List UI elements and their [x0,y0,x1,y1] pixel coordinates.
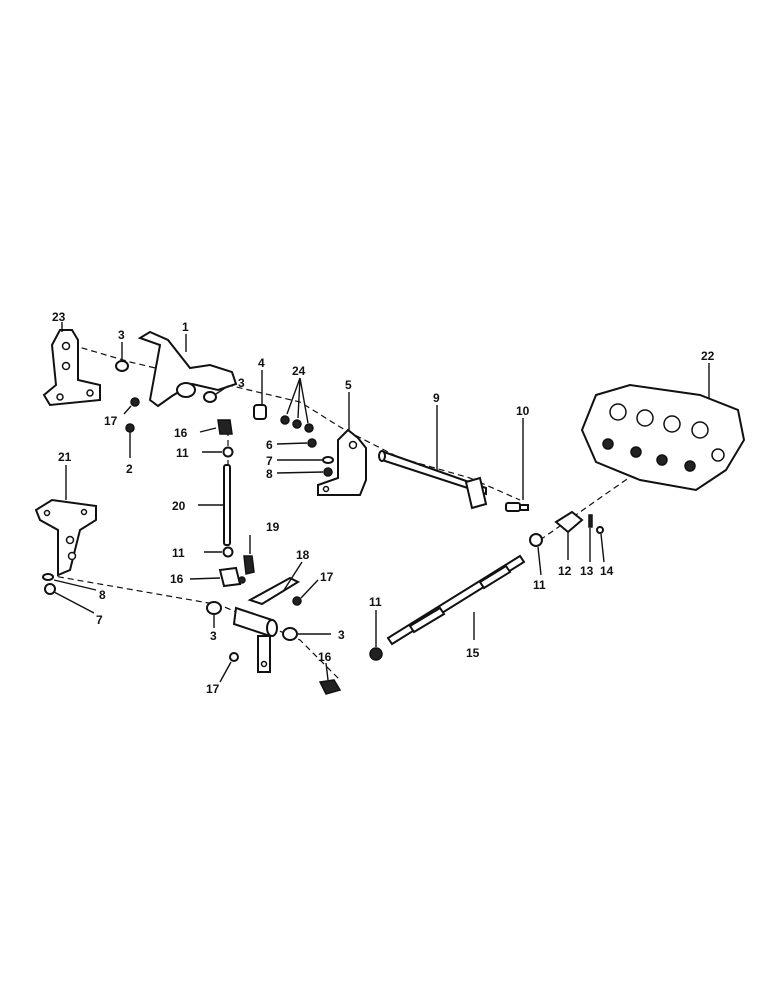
callout-16: 16 [170,572,184,586]
callout-18: 18 [296,548,310,562]
callout-8: 8 [266,467,273,481]
callout-13: 13 [580,564,594,578]
pedal-arm-1 [137,330,238,408]
callout-16: 16 [174,426,188,440]
callout-17: 17 [206,682,220,696]
washers-24 [280,415,314,433]
callout-3: 3 [238,376,245,390]
shaft-9 [378,450,488,510]
yoke-16-lower [318,679,342,695]
callout-3: 3 [338,628,345,642]
callout-17: 17 [320,570,334,584]
fitting-19 [243,555,255,575]
washer-8-lower [42,573,54,581]
nut-17-upper [130,397,140,407]
yoke-16-upper [217,419,233,435]
callout-21: 21 [58,450,72,464]
callout-9: 9 [433,391,440,405]
part-6 [307,438,317,448]
bushing-3-right [203,391,217,403]
lever-18 [232,576,301,673]
callout-22: 22 [701,349,715,363]
callout-23: 23 [52,310,66,324]
nut-8-upper [323,467,333,477]
callout-3: 3 [118,328,125,342]
nut-17-lower [229,652,239,662]
callout-5: 5 [345,378,352,392]
control-valve-22 [580,383,746,492]
bushing-3-lower [282,627,298,641]
bracket-5 [317,428,367,496]
nut-11-rod15 [369,647,383,661]
callout-10: 10 [516,404,530,418]
nut-11-rod [222,546,234,558]
bolt-10 [505,502,529,512]
callout-20: 20 [172,499,186,513]
pin-13 [588,514,593,528]
sleeve-4 [253,404,267,420]
washer-7-upper [322,456,334,464]
callout-15: 15 [466,646,480,660]
callout-8: 8 [99,588,106,602]
cotter-14 [596,526,604,534]
callout-24: 24 [292,364,306,378]
callout-14: 14 [600,564,614,578]
bracket-21 [34,498,97,577]
bolt-2 [125,423,135,433]
callout-17: 17 [104,414,118,428]
yoke-16-mid [218,566,246,588]
callout-19: 19 [266,520,280,534]
bracket-23 [42,329,101,407]
callout-7: 7 [266,454,273,468]
nut-17-mid [292,596,302,606]
bushing-3-top [115,360,129,372]
clevis-12 [554,510,584,534]
callout-3: 3 [210,629,217,643]
callout-4: 4 [258,356,265,370]
callout-labels: 23 3 1 3 4 24 5 9 10 22 17 16 2 11 6 7 8… [52,310,715,696]
callout-6: 6 [266,438,273,452]
callout-1: 1 [182,320,189,334]
callout-12: 12 [558,564,572,578]
callout-16: 16 [318,650,332,664]
rod-20 [223,464,231,546]
leader-lines [53,322,710,683]
callout-11: 11 [533,578,546,592]
callout-7: 7 [96,613,103,627]
rod-15 [386,554,526,646]
callout-2: 2 [126,462,133,476]
nut-7-lower [44,583,56,595]
bushing-3-left [206,601,222,615]
nut-11-right [529,533,543,547]
callout-11: 11 [176,446,189,460]
nut-11-upper [222,446,234,458]
callout-11: 11 [369,595,382,609]
callout-11: 11 [172,546,185,560]
